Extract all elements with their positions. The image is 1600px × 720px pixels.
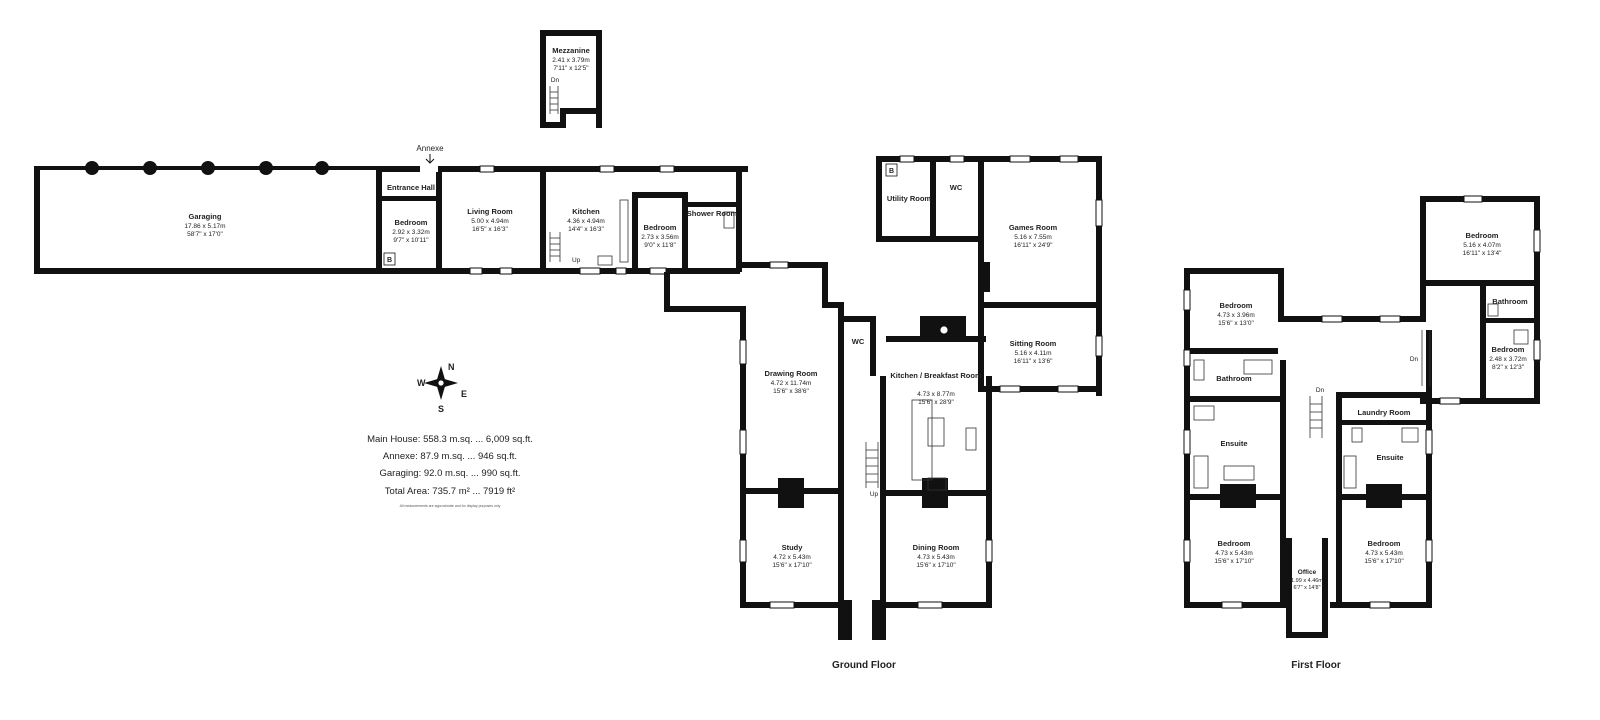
room-metric: 4.73 x 5.43m bbox=[1365, 550, 1403, 557]
room-name: Ensuite bbox=[1220, 439, 1247, 448]
room-name: Laundry Room bbox=[1358, 408, 1411, 417]
room-metric: 17.86 x 5.17m bbox=[184, 223, 225, 230]
stairs-down-marker: Dn bbox=[551, 77, 560, 84]
room-imperial: 16'11" x 13'6" bbox=[1014, 358, 1053, 365]
room-name: Utility Room bbox=[887, 194, 931, 203]
room-name: Sitting Room bbox=[1010, 339, 1057, 348]
room-name: Bedroom bbox=[1492, 345, 1525, 354]
room-name: Kitchen bbox=[572, 207, 600, 216]
room-name: Dining Room bbox=[913, 543, 960, 552]
room-imperial: 15'6" x 17'10" bbox=[1214, 558, 1254, 565]
disclaimer: All measurements are approximate and for… bbox=[400, 504, 501, 508]
room-name: Bedroom bbox=[644, 223, 677, 232]
room-imperial: 58'7" x 17'0" bbox=[187, 231, 223, 238]
room-name: Entrance Hall bbox=[387, 183, 435, 192]
first-floor: Dn Dn Bedroom 5.16 x 4.07m 16'11" x 13'4… bbox=[1183, 195, 1541, 638]
entrance-arrow-icon bbox=[425, 154, 435, 164]
area-line: Garaging: 92.0 m.sq. ... 990 sq.ft. bbox=[380, 468, 521, 479]
room-name: WC bbox=[852, 337, 865, 346]
first-floor-label: First Floor bbox=[1291, 660, 1341, 671]
room-imperial: 14'4" x 16'3" bbox=[568, 226, 604, 233]
room-metric: 4.73 x 5.43m bbox=[1215, 550, 1253, 557]
room-metric: 2.92 x 3.32m bbox=[392, 229, 430, 236]
room-metric: 4.72 x 11.74m bbox=[771, 380, 812, 387]
room-name: Bedroom bbox=[1218, 539, 1251, 548]
room-name: Living Room bbox=[467, 207, 513, 216]
area-line: Total Area: 735.7 m² ... 7919 ft² bbox=[385, 486, 515, 497]
compass-east: E bbox=[461, 389, 467, 399]
area-summary: Main House: 558.3 m.sq. ... 6,009 sq.ft.… bbox=[367, 434, 533, 508]
room-imperial: 15'6" x 28'9" bbox=[918, 399, 954, 406]
room-name: Office bbox=[1298, 569, 1317, 576]
ground-floor-label: Ground Floor bbox=[832, 660, 896, 671]
room-imperial: 16'5" x 16'3" bbox=[472, 226, 508, 233]
room-name: Study bbox=[782, 543, 804, 552]
room-imperial: 16'11" x 13'4" bbox=[1463, 250, 1502, 257]
compass-west: W bbox=[417, 378, 426, 388]
room-name: Bedroom bbox=[1466, 231, 1499, 240]
room-name: WC bbox=[950, 183, 963, 192]
compass-south: S bbox=[438, 404, 444, 414]
room-imperial: 9'0" x 11'8" bbox=[644, 242, 676, 249]
room-metric: 4.36 x 4.94m bbox=[567, 218, 605, 225]
stairs-up-marker: Up bbox=[572, 257, 581, 264]
room-imperial: 15'6" x 17'10" bbox=[916, 562, 956, 569]
room-metric: 4.72 x 5.43m bbox=[773, 554, 811, 561]
room-name: Bedroom bbox=[1368, 539, 1401, 548]
room-imperial: 7'11" x 12'5" bbox=[553, 65, 589, 72]
mezzanine-block: Mezzanine 2.41 x 3.79m 7'11" x 12'5" Dn bbox=[540, 30, 602, 128]
room-metric: 2.48 x 3.72m bbox=[1489, 356, 1527, 363]
room-name: Mezzanine bbox=[552, 46, 590, 55]
room-name: Games Room bbox=[1009, 223, 1058, 232]
room-name: Bathroom bbox=[1492, 297, 1528, 306]
room-imperial: 15'6" x 38'6" bbox=[773, 388, 809, 395]
room-name: Shower Room bbox=[687, 209, 738, 218]
room-imperial: 15'6" x 13'0" bbox=[1218, 320, 1254, 327]
room-imperial: 8'2" x 12'3" bbox=[1492, 364, 1525, 371]
boiler-marker: B bbox=[387, 257, 392, 264]
room-name: Bedroom bbox=[1220, 301, 1253, 310]
stairs-down-marker: Dn bbox=[1316, 387, 1325, 394]
garaging-block: Garaging 17.86 x 5.17m 58'7" x 17'0" bbox=[34, 161, 444, 274]
room-metric: 2.73 x 3.56m bbox=[641, 234, 679, 241]
room-name: Kitchen / Breakfast Room bbox=[890, 371, 982, 380]
area-line: Annexe: 87.9 m.sq. ... 946 sq.ft. bbox=[383, 451, 517, 462]
compass-north: N bbox=[448, 362, 455, 372]
compass-icon: N S E W bbox=[417, 362, 467, 414]
annexe-block: B Entrance Hall Bedroom 2.92 x 3.32m 9'7… bbox=[376, 165, 748, 275]
room-metric: 2.41 x 3.79m bbox=[552, 57, 590, 64]
room-name: Bedroom bbox=[395, 218, 428, 227]
room-name: Ensuite bbox=[1376, 453, 1403, 462]
room-metric: 4.73 x 8.77m bbox=[917, 391, 955, 398]
room-metric: 5.16 x 4.11m bbox=[1014, 350, 1051, 357]
ground-floor-main: B Up Utility Room WC Games Room 5. bbox=[664, 155, 1103, 640]
room-name: Drawing Room bbox=[765, 369, 818, 378]
room-metric: 5.16 x 7.55m bbox=[1014, 234, 1052, 241]
room-metric: 4.73 x 3.96m bbox=[1217, 312, 1255, 319]
room-name: Bathroom bbox=[1216, 374, 1252, 383]
room-imperial: 15'6" x 17'10" bbox=[1364, 558, 1404, 565]
stairs-up-marker: Up bbox=[870, 491, 879, 498]
room-imperial: 15'6" x 17'10" bbox=[772, 562, 812, 569]
area-line: Main House: 558.3 m.sq. ... 6,009 sq.ft. bbox=[367, 434, 533, 445]
room-metric: 5.16 x 4.07m bbox=[1463, 242, 1501, 249]
room-metric: 1.99 x 4.46m bbox=[1291, 578, 1323, 584]
stairs-down-marker: Dn bbox=[1410, 356, 1419, 363]
room-imperial: 16'11" x 24'9" bbox=[1014, 242, 1053, 249]
annexe-label: Annexe bbox=[416, 144, 444, 153]
boiler-marker: B bbox=[889, 168, 894, 175]
room-name: Garaging bbox=[189, 212, 222, 221]
room-imperial: 9'7" x 10'11" bbox=[393, 237, 429, 244]
room-metric: 5.00 x 4.94m bbox=[471, 218, 509, 225]
room-metric: 4.73 x 5.43m bbox=[917, 554, 955, 561]
room-imperial: 6'7" x 14'8" bbox=[1293, 585, 1320, 591]
